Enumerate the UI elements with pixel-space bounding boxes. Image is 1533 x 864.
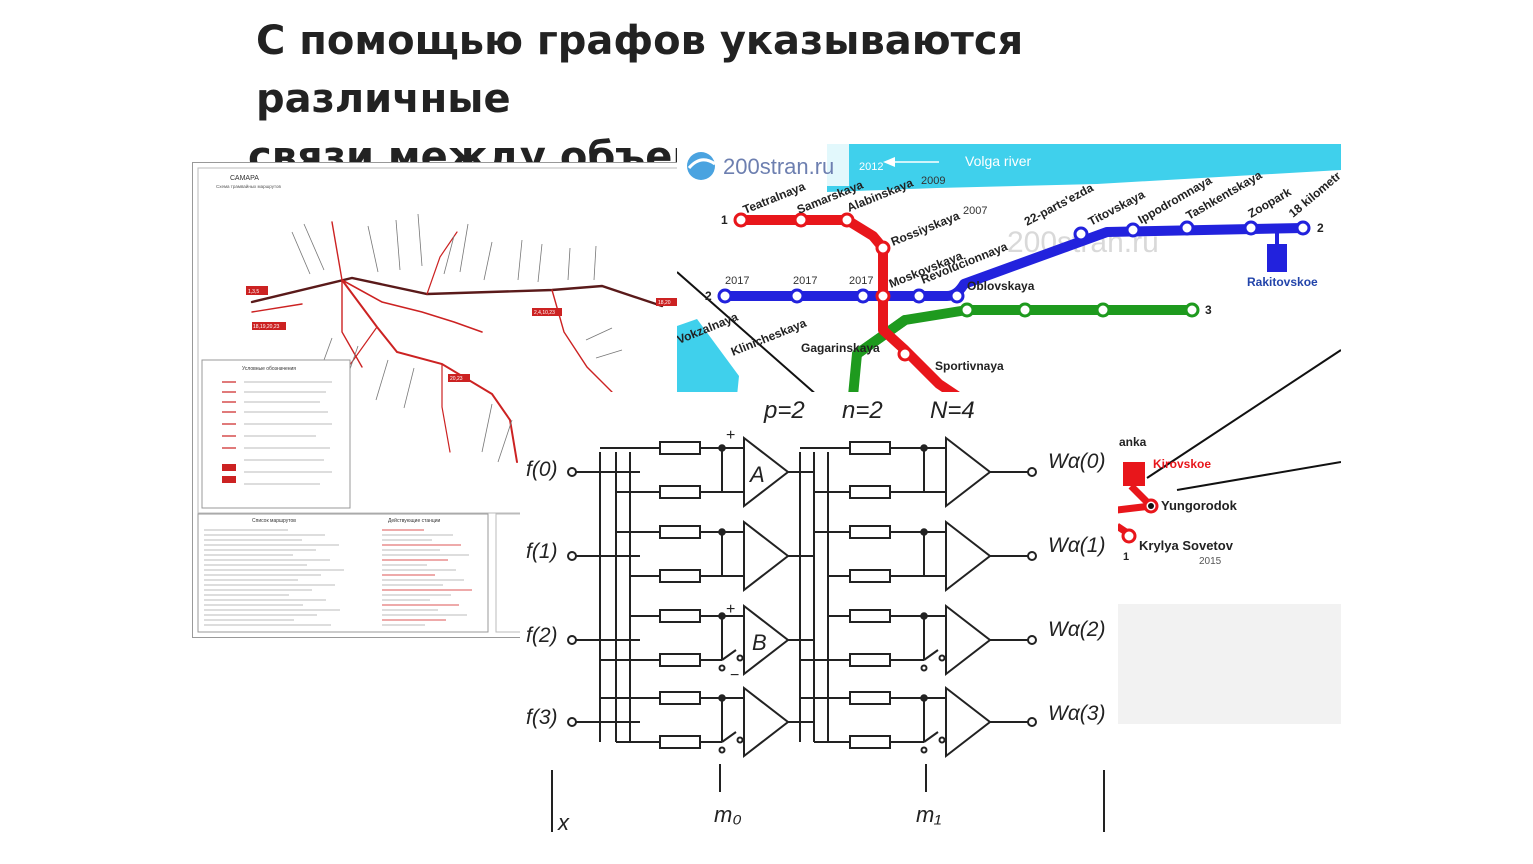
output-labels: Wα(0) Wα(1) Wα(2) Wα(3) — [1048, 450, 1105, 725]
route-badge: 20,23 — [450, 376, 463, 382]
svg-text:m₁: m₁ — [916, 802, 941, 827]
svg-text:Wα(2): Wα(2) — [1048, 618, 1105, 641]
svg-text:f(2): f(2) — [526, 624, 558, 647]
partial-label: anka — [1119, 435, 1147, 449]
depot-label: Rakitovskoe — [1247, 275, 1318, 289]
fft-circuit-diagram: p=2 n=2 N=4 f(0) f(1) f(2) f(3) Wα(0) Wα… — [520, 392, 1118, 838]
svg-text:1: 1 — [721, 213, 728, 227]
svg-text:3: 3 — [1205, 303, 1212, 317]
svg-text:B: B — [752, 630, 767, 655]
svg-text:N=4: N=4 — [930, 397, 975, 424]
svg-text:Oblovskaya: Oblovskaya — [967, 279, 1035, 293]
svg-text:−: − — [730, 667, 739, 684]
tram-route-badges: 1,3,5 18,19,20,23 2,4,10,23 20,23 18,20 — [246, 286, 678, 382]
control-labels: x m₀ m₁ — [557, 802, 941, 835]
slide-title-line-1: С помощью графов указываются различные — [256, 18, 1024, 122]
svg-text:Gagarinskaya: Gagarinskaya — [801, 341, 880, 355]
amplifier-labels: A B — [748, 462, 767, 655]
svg-text:n=2: n=2 — [842, 397, 883, 424]
year-label: 2015 — [1199, 556, 1222, 567]
route-badge: 18,20 — [658, 300, 671, 306]
river-bottom-left — [677, 319, 739, 396]
river-label: Volga river — [965, 153, 1031, 169]
route-badge: 18,19,20,23 — [253, 324, 280, 330]
legend-title: Условные обозначения — [242, 366, 296, 372]
svg-text:2009: 2009 — [921, 175, 945, 187]
gray-area — [1117, 604, 1341, 724]
svg-text:2017: 2017 — [725, 275, 749, 287]
tram-legend: Условные обозначения — [201, 359, 351, 509]
samara-metro-map: Volga river 200stran.ru 200stran.ru — [677, 144, 1341, 396]
depot-label: Kirovskoe — [1153, 457, 1211, 471]
svg-text:2: 2 — [705, 289, 712, 303]
svg-text:f(0): f(0) — [526, 458, 558, 481]
svg-text:2012: 2012 — [859, 161, 883, 173]
svg-text:Wα(1): Wα(1) — [1048, 534, 1105, 557]
route-badge: 2,4,10,23 — [534, 310, 555, 316]
svg-text:2007: 2007 — [963, 205, 987, 217]
svg-text:p=2: p=2 — [763, 397, 805, 424]
svg-text:+: + — [726, 427, 735, 444]
tram-map-title: САМАРА — [230, 175, 259, 182]
pointer-line — [1146, 349, 1341, 479]
pointer-line — [677, 271, 820, 396]
tram-network — [250, 221, 664, 463]
tram-map-subtitle: Схема трамвайных маршрутов — [216, 183, 281, 189]
svg-text:A: A — [748, 462, 765, 487]
year-labels: 2012 2009 2007 2017 2017 2017 — [725, 161, 987, 287]
svg-text:f(3): f(3) — [526, 706, 558, 729]
pointer-line — [1176, 461, 1341, 491]
svg-text:f(1): f(1) — [526, 540, 558, 563]
station-label: Yungorodok — [1161, 498, 1238, 513]
depots-title: Действующие станции — [388, 517, 441, 524]
input-labels: f(0) f(1) f(2) f(3) — [526, 458, 558, 729]
svg-text:Wα(0): Wα(0) — [1048, 450, 1105, 473]
route-badge: 1,3,5 — [248, 289, 259, 295]
watermark-logo: 200stran.ru — [723, 154, 834, 179]
metro-map-fragment: anka Kirovskoe Yungorodok Krylya Sovetov… — [1117, 330, 1341, 724]
svg-text:Wα(3): Wα(3) — [1048, 702, 1105, 725]
circuit-params: p=2 n=2 N=4 — [763, 397, 975, 424]
svg-text:Sportivnaya: Sportivnaya — [935, 359, 1004, 373]
tram-route-list: Список маршрутов Действующие станции — [197, 513, 489, 633]
svg-text:2017: 2017 — [849, 275, 873, 287]
station-label: Krylya Sovetov — [1139, 538, 1234, 553]
svg-text:m₀: m₀ — [714, 802, 742, 827]
sign-labels: + + − — [726, 427, 739, 684]
routes-title: Список маршрутов — [252, 518, 296, 524]
depot-icon — [1123, 462, 1145, 486]
volga-river — [827, 144, 1341, 192]
svg-text:+: + — [726, 601, 735, 618]
svg-text:x: x — [557, 810, 570, 835]
metro-stations — [717, 212, 1311, 362]
line-numbers: 1 2 2 3 — [705, 213, 1324, 317]
svg-text:2017: 2017 — [793, 275, 817, 287]
depot-rakitovskoe: Rakitovskoe — [1247, 228, 1318, 289]
svg-text:2: 2 — [1317, 221, 1324, 235]
line-number: 1 — [1123, 551, 1129, 563]
